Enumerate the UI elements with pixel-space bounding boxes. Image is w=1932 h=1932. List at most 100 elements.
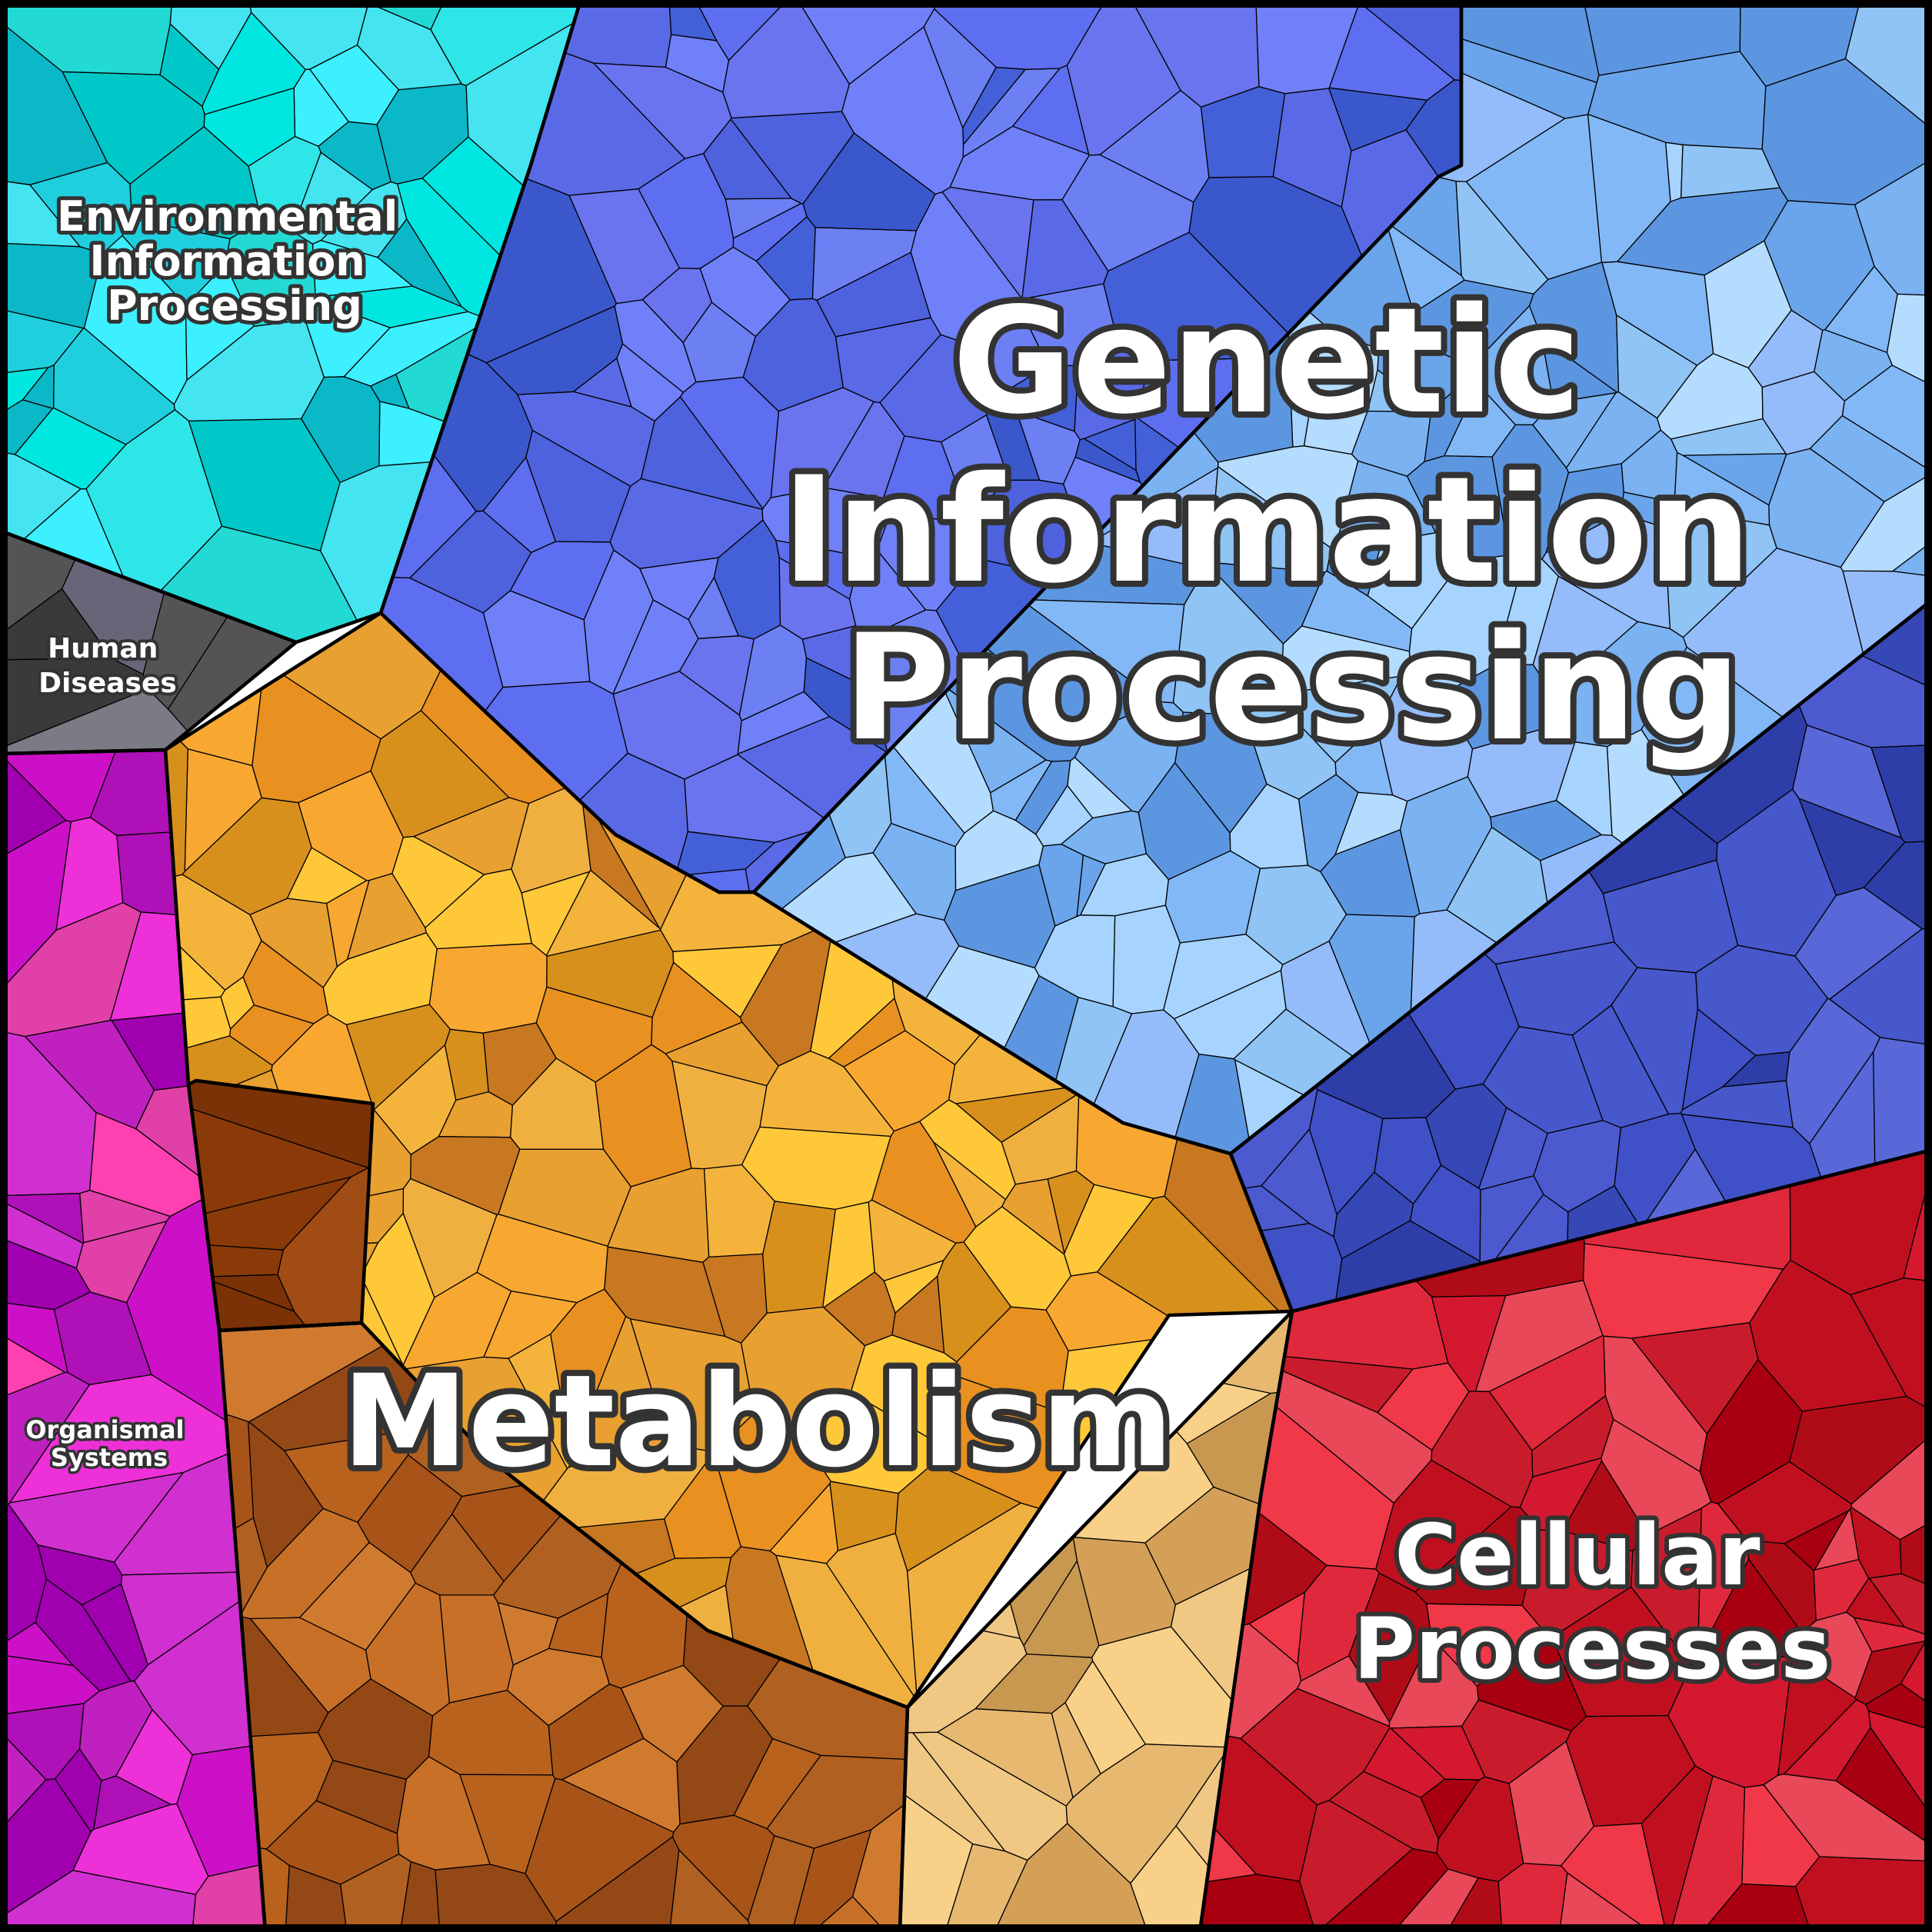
genetic-cell [802,132,936,232]
organismal-cell [0,1778,92,1918]
metabolism-cell [546,929,675,1018]
organismal-cell [7,1471,184,1563]
genetic-light-cell [990,759,1053,821]
genetic-light-cell [1761,58,1932,205]
metabolism-cell [963,1206,1072,1311]
genetic-cell [722,0,850,119]
genetic-light-cell [1298,774,1359,872]
metabolism-cell [410,1136,521,1216]
label-cellular-processes: Cellular Processes [1353,1506,1830,1698]
metabolism-tan-cell [974,1653,1094,1714]
cellular-cell [1240,1687,1391,1806]
cellular-cell [1850,1277,1932,1411]
genetic-cell [994,365,1079,432]
metabolism-brown-cell [399,1860,441,1932]
region-genetic-dark [1230,599,1932,1312]
metabolism-brown-cell [298,1541,416,1651]
genetic-cell [612,599,699,695]
genetic-dark-cell [1695,944,1829,1056]
environmental-cell [0,0,173,75]
genetic-light-cell [1681,144,1780,198]
cellular-cell [1199,1874,1316,1932]
genetic-light-cell [1174,711,1267,834]
genetic-light-cell [1555,741,1613,836]
organismal-cell [93,1775,172,1830]
cellular-cell [1559,1872,1651,1932]
genetic-light-cell [1076,854,1106,918]
border-metabolism-dark [186,1078,375,1333]
metabolism-cell [822,1201,875,1308]
cellular-cell [1317,1848,1449,1932]
cellular-cell [1789,1395,1932,1505]
genetic-dark-cell [1680,1080,1794,1128]
metabolism-cell [823,1271,896,1347]
genetic-light-cell [1841,365,1932,472]
genetic-dark-cell [1870,744,1932,843]
genetic-cell [517,391,655,487]
cellular-cell [1850,1434,1932,1541]
human-diseases-cell [0,588,112,661]
metabolism-cell [326,879,370,968]
genetic-cell [564,0,672,68]
region-metabolism-dark [188,1080,374,1331]
label-organismal-systems: Organismal Systems [25,1415,192,1472]
organismal-cell [0,1501,47,1646]
cellular-cell [1789,1149,1932,1296]
metabolism-cell [428,943,548,1034]
organismal-cell [0,1654,101,1715]
label-metabolism: Metabolism [341,1347,1173,1495]
metabolism-brown-cell [620,1664,724,1763]
metabolism-cell [665,1021,779,1087]
region-cellular [1199,1149,1932,1932]
cellular-cell [1297,1655,1391,1727]
genetic-light-cell [1664,508,1777,638]
cellular-cell [1794,1856,1932,1932]
cellular-cell [1670,1775,1746,1932]
region-genetic [380,0,1462,893]
cellular-cell [1746,1540,1817,1634]
metabolism-cell [483,1290,578,1359]
environmental-cell [122,218,231,307]
genetic-light-cell [1739,0,1861,87]
metabolism-brown-cell [284,1430,409,1523]
metabolism-cell [182,797,312,915]
environmental-cell [248,135,321,232]
region-metabolism [165,612,1293,1708]
genetic-cell [1074,438,1141,483]
genetic-light-cell [1208,561,1326,645]
border-metabolism-brown [217,1321,910,1932]
metabolism-dark-cell [208,1244,284,1277]
genetic-light-cell [1174,970,1287,1060]
genetic-light-cell [1465,114,1603,280]
metabolism-brown-cell [548,1684,645,1780]
region-metabolism-brown [218,1322,908,1932]
genetic-cell [1103,232,1289,361]
cellular-cell [1763,1774,1932,1862]
genetic-cell [695,0,788,62]
genetic-dark-cell [1482,1026,1604,1134]
metabolism-tan-cell [994,1823,1148,1932]
genetic-light-cell [1747,309,1824,388]
metabolism-cell [741,1126,891,1211]
region-organismal [0,749,266,1932]
metabolism-brown-cell [365,1582,451,1717]
genetic-light-cell [1375,670,1474,802]
metabolism-cell [664,1452,741,1559]
region-human-diseases [0,530,297,754]
cellular-cell [1864,1683,1932,1731]
genetic-cell [678,635,754,716]
genetic-light-cell [1441,664,1554,750]
genetic-cell [770,387,874,498]
genetic-cell [1200,85,1286,178]
genetic-cell [703,118,792,200]
organismal-cell [0,902,142,1038]
label-genetic-information-processing: Genetic Information Processing [782,276,1803,773]
region-environmental [0,0,581,643]
environmental-cell [311,239,413,298]
cellular-cell [1582,1243,1784,1339]
metabolism-cell [322,932,438,1025]
